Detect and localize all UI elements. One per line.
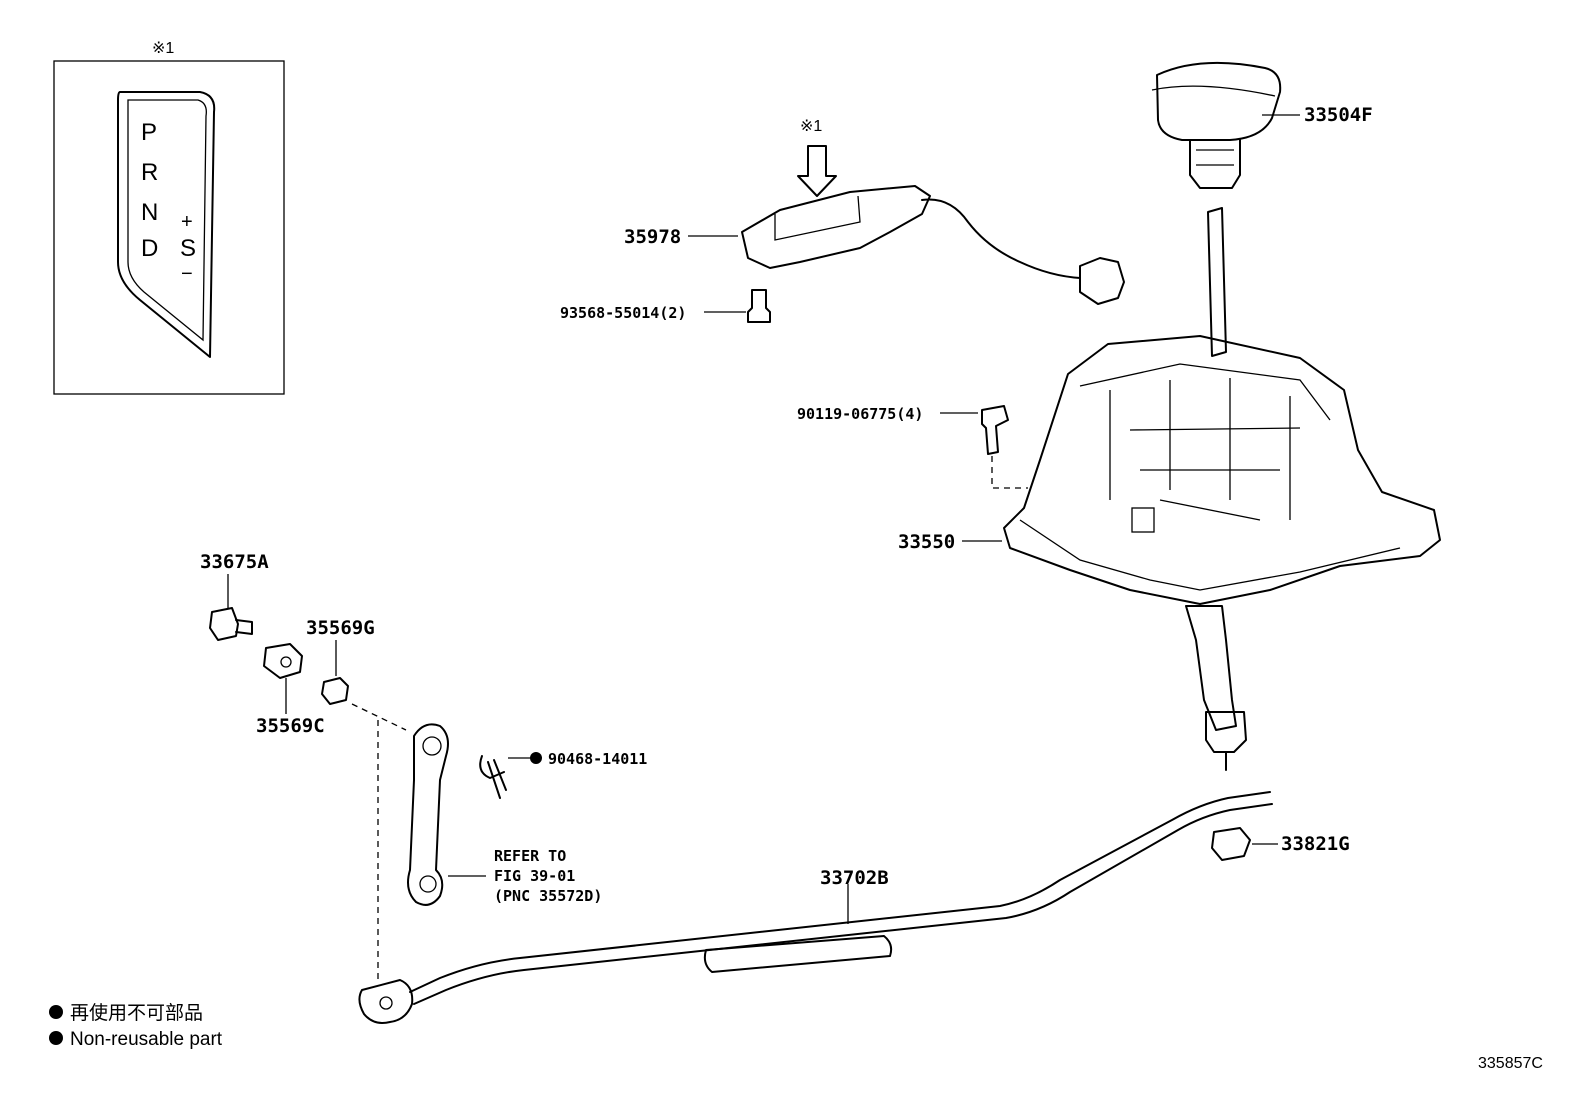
bushing-35569C-body — [263, 643, 303, 679]
detail-box — [53, 60, 285, 395]
pin-33675A: 33675A — [200, 551, 269, 641]
refer-line2: FIG 39-01 — [494, 867, 575, 885]
collar-35569G: 35569G — [306, 617, 407, 731]
label-33821G: 33821G — [1281, 833, 1350, 855]
housing-flange — [1019, 519, 1401, 591]
rod-end-eye — [358, 979, 414, 1024]
legend: 再使用不可部品 Non-reusable part — [49, 1002, 223, 1050]
pin-33675A-shank — [235, 619, 253, 635]
bolt-90119: 90119-06775(4) — [797, 405, 1028, 489]
legend-dot-jp — [49, 1005, 63, 1019]
shift-lever-assembly: 33550 — [898, 207, 1441, 771]
insert-arrow — [797, 145, 837, 197]
bushing-35569C-hole — [280, 656, 292, 668]
legend-dot-en — [49, 1031, 63, 1045]
rod-damper — [703, 935, 893, 973]
knob-base — [1189, 139, 1241, 189]
bolt-90119-dashline — [991, 456, 1028, 489]
label-33550: 33550 — [898, 531, 955, 553]
housing-detail — [774, 195, 861, 241]
housing-ribs — [1109, 378, 1291, 520]
label-35569C: 35569C — [256, 715, 325, 737]
lever-lower-joint — [1205, 711, 1247, 753]
detail-mark: ※1 — [152, 40, 174, 57]
bushing-35569C: 35569C — [256, 643, 325, 737]
gate-plus: + — [181, 211, 193, 233]
gate-r: R — [141, 159, 158, 186]
label-35978: 35978 — [624, 226, 681, 248]
knob-body — [1156, 61, 1282, 141]
collar-35569G-body — [321, 677, 349, 705]
lever-lower-arm — [1185, 605, 1237, 731]
nut-33821G-body — [1211, 827, 1251, 861]
knob-ribs — [1196, 149, 1234, 166]
link-lever-bottom-hole — [419, 875, 437, 893]
diagram-code: 335857C — [1478, 1055, 1543, 1072]
label-90119: 90119-06775(4) — [797, 405, 923, 423]
label-93568: 93568-55014(2) — [560, 304, 686, 322]
label-33504F: 33504F — [1304, 104, 1373, 126]
refer-line1: REFER TO — [494, 847, 566, 865]
label-33702B: 33702B — [820, 867, 889, 889]
knob-seam — [1151, 85, 1276, 97]
housing-top-rim — [1079, 363, 1331, 421]
clip-90468-body — [479, 755, 507, 799]
non-reusable-dot-90468 — [530, 752, 542, 764]
label-35569G: 35569G — [306, 617, 375, 639]
rod-lower-edge — [413, 803, 1273, 1005]
pin-33675A-head — [209, 607, 239, 641]
harness-wire — [921, 198, 1081, 279]
gate-minus: − — [181, 263, 193, 285]
shift-indicator-plate — [117, 91, 216, 358]
collar-dashline — [351, 703, 407, 731]
housing-detent — [1131, 507, 1155, 533]
nut-33821G: 33821G — [1211, 827, 1350, 861]
clip-90468: 90468-14011 — [479, 750, 647, 799]
detail-inset: ※1 P R N D + S − — [53, 40, 285, 395]
lever-shaft — [1207, 207, 1227, 357]
legend-jp: 再使用不可部品 — [70, 1002, 203, 1024]
rod-end-hole — [379, 996, 393, 1010]
link-lever-top-hole — [422, 736, 442, 756]
housing-body — [741, 185, 931, 269]
legend-en: Non-reusable part — [70, 1029, 223, 1050]
harness-connector — [1079, 257, 1125, 305]
housing-outline — [1003, 335, 1441, 605]
gate-n: N — [141, 199, 158, 226]
shift-knob: 33504F — [1151, 61, 1373, 189]
link-lever: REFER TO FIG 39-01 (PNC 35572D) — [377, 720, 602, 980]
housing-cross-ribs — [1129, 427, 1301, 521]
bolt-90119-body — [981, 405, 1009, 455]
label-90468: 90468-14011 — [548, 750, 647, 768]
indicator-housing: ※1 35978 — [624, 118, 1125, 305]
rod-upper-edge — [409, 791, 1271, 993]
shift-indicator-inner — [127, 99, 207, 342]
screw-93568-body — [747, 289, 771, 323]
screw-93568: 93568-55014(2) — [560, 289, 771, 323]
gate-p: P — [141, 119, 157, 146]
link-lever-body — [407, 723, 449, 906]
control-rod: 33702B — [358, 791, 1273, 1024]
gate-s: S — [180, 235, 196, 262]
gate-d: D — [141, 235, 158, 262]
refer-line3: (PNC 35572D) — [494, 887, 602, 905]
label-33675A: 33675A — [200, 551, 269, 573]
arrow-mark: ※1 — [800, 118, 822, 135]
